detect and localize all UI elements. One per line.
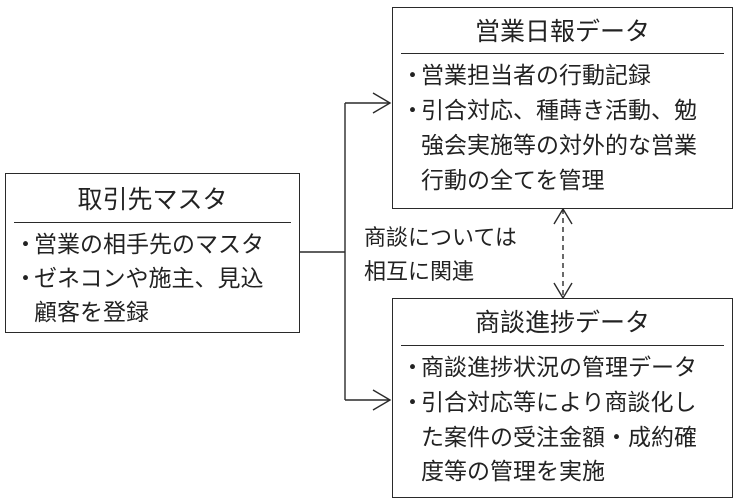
daily-report-divider <box>401 53 724 54</box>
customer-master-item-1: ・営業の相手先のマスタ <box>14 232 264 258</box>
daily-report-title: 営業日報データ <box>474 17 650 46</box>
negotiation-progress-item-2: ・引合対応等により商談化し <box>401 390 697 416</box>
customer-master-title: 取引先マスタ <box>77 185 228 214</box>
negotiation-progress-item-2-cont-2: 度等の管理を実施 <box>421 459 605 485</box>
daily-report-item-2: ・引合対応、種蒔き活動、勉 <box>401 98 697 124</box>
daily-report-item-2-cont-2: 行動の全てを管理 <box>421 168 605 194</box>
customer-master-divider <box>14 222 291 223</box>
arrowhead-daily-report <box>372 92 392 114</box>
negotiation-progress-divider <box>401 345 724 346</box>
arrowhead-negotiation <box>372 389 392 411</box>
negotiation-progress-box: 商談進捗データ ・商談進捗状況の管理データ ・引合対応等により商談化し た案件の… <box>392 298 733 498</box>
relation-arrowhead-up <box>553 207 573 225</box>
negotiation-progress-title: 商談進捗データ <box>474 308 650 337</box>
daily-report-box: 営業日報データ ・営業担当者の行動記録 ・引合対応、種蒔き活動、勉 強会実施等の… <box>392 7 733 209</box>
relation-note-line-2: 相互に関連 <box>364 260 475 285</box>
customer-master-box: 取引先マスタ ・営業の相手先のマスタ ・ゼネコンや施主、見込 顧客を登録 <box>5 173 300 333</box>
relation-note-line-1: 商談については <box>364 226 517 251</box>
negotiation-progress-item-1: ・商談進捗状況の管理データ <box>401 355 697 381</box>
daily-report-item-1: ・営業担当者の行動記録 <box>401 63 651 89</box>
customer-master-item-2-cont: 顧客を登録 <box>34 300 149 326</box>
customer-master-item-2: ・ゼネコンや施主、見込 <box>14 266 264 292</box>
daily-report-item-2-cont-1: 強会実施等の対外的な営業 <box>421 133 697 159</box>
negotiation-progress-item-2-cont-1: た案件の受注金額・成約確 <box>421 425 697 451</box>
